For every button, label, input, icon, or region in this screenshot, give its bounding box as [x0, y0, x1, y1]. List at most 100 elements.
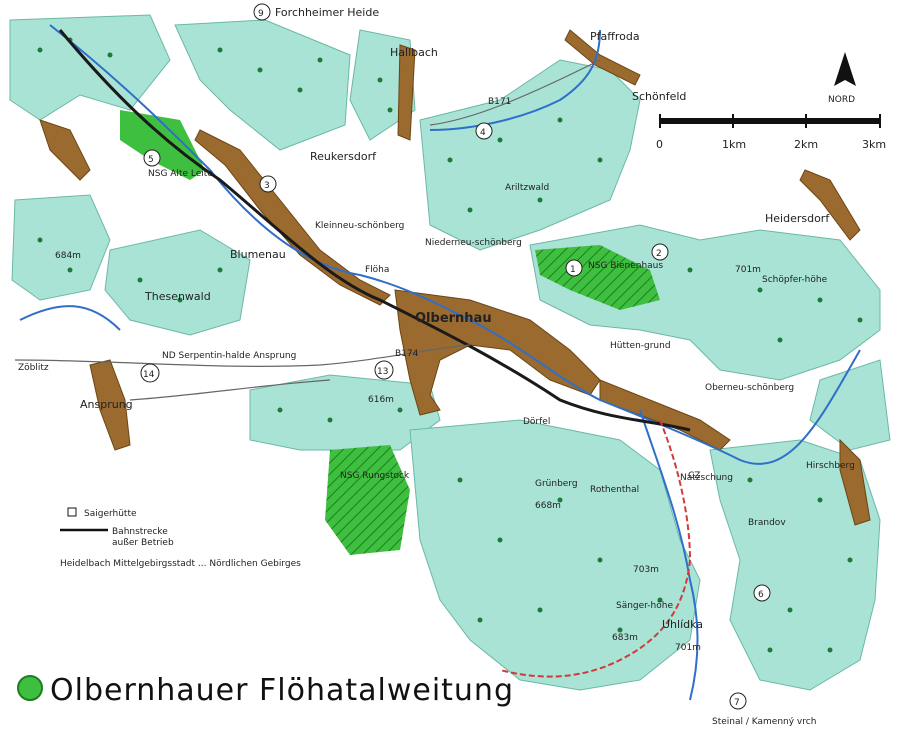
- label-neuschoenberg: Niederneu-schönberg: [425, 238, 522, 248]
- rivers: [19, 24, 861, 701]
- forest-areas: [9, 14, 891, 691]
- legend-item-2a: Bahnstrecke: [112, 527, 168, 537]
- marker-6-label: 6: [758, 590, 764, 600]
- label-nsg-bienenhaus: NSG Bienenhaus: [588, 261, 663, 271]
- label-gruenberg: Grünberg: [535, 479, 578, 489]
- label-heidersdorf: Heidersdorf: [765, 212, 830, 225]
- label-h684: 684m: [55, 251, 81, 261]
- marker-1-label: 1: [570, 265, 576, 275]
- river-north: [429, 29, 601, 131]
- label-ansprung: Ansprung: [80, 398, 133, 411]
- label-olbernhau: Olbernhau: [415, 311, 492, 326]
- tree-symbols: [37, 37, 863, 653]
- scale-tick-0: 0: [656, 138, 663, 151]
- label-ariltzwald: Ariltzwald: [505, 183, 549, 193]
- road-b171: [429, 59, 601, 126]
- reserve-alte-leite: [120, 110, 205, 180]
- forest-northwest: [9, 14, 171, 121]
- label-h703: 703m: [633, 565, 659, 575]
- label-h616: 616m: [368, 395, 394, 405]
- marker-4[interactable]: 4: [475, 122, 493, 140]
- label-pfaffroda: Pfaffroda: [590, 30, 640, 43]
- state-border: [499, 419, 692, 678]
- label-rothenthal: Rothenthal: [590, 485, 639, 495]
- label-nsg-alte-leite: NSG Alte Leite: [148, 169, 213, 179]
- numbered-markers: 9 4 5 3 1 2 14 13 6 7: [140, 3, 771, 710]
- label-steinal: Steinal / Kamenný vrch: [712, 717, 816, 727]
- marker-5-label: 5: [148, 155, 154, 165]
- legend-item-1: Saigerhütte: [84, 509, 137, 519]
- label-schoenfeld: Schönfeld: [632, 90, 686, 103]
- marker-14[interactable]: 14: [140, 363, 160, 383]
- title-logo-icon: [17, 675, 43, 701]
- settlement-heidersdorf: [799, 169, 861, 241]
- label-schoepferhoehe: Schöpfer-höhe: [762, 275, 828, 285]
- marker-7[interactable]: 7: [729, 692, 747, 710]
- river-floeha: [49, 24, 861, 465]
- north-arrow-label: NORD: [828, 95, 855, 105]
- forest-thesenwald: [104, 229, 251, 336]
- label-nd-serpentin: ND Serpentin-halde Ansprung: [162, 351, 296, 361]
- settlement-hallbach: [397, 44, 416, 141]
- marker-3[interactable]: 3: [259, 175, 277, 193]
- scale-tick-1: 1km: [722, 138, 746, 151]
- label-b174: B174: [395, 349, 419, 359]
- settlement-hirschberg: [839, 438, 871, 526]
- settlement-ansprung: [89, 359, 131, 451]
- road-south: [129, 379, 331, 401]
- forest-west: [11, 194, 111, 301]
- marker-9[interactable]: 9: [253, 3, 271, 21]
- page-title: Olbernhauer Flöhatalweitung: [50, 673, 514, 708]
- label-h668: 668m: [535, 501, 561, 511]
- marker-7-label: 7: [734, 698, 740, 708]
- label-hirschberg: Hirschberg: [806, 461, 855, 471]
- map-title: Olbernhauer Flöhatalweitung: [17, 673, 514, 708]
- marker-3-label: 3: [264, 181, 270, 191]
- north-arrow: NORD: [828, 52, 856, 105]
- label-hallbach: Hallbach: [390, 46, 438, 59]
- label-h683: 683m: [612, 633, 638, 643]
- forest-north-center: [174, 19, 351, 151]
- marker-6[interactable]: 6: [753, 584, 771, 602]
- river-west: [19, 305, 121, 331]
- settlement-olbernhau: [394, 289, 601, 416]
- label-oberneuschoenberg: Oberneu-schönberg: [705, 383, 794, 393]
- marker-14-label: 14: [143, 370, 155, 380]
- label-natzschung: Natzschung: [680, 473, 733, 483]
- label-doerfel: Dörfel: [523, 417, 550, 427]
- marker-4-label: 4: [480, 128, 486, 138]
- settlement-pfaffroda: [564, 29, 641, 86]
- north-arrow-icon: [834, 52, 856, 86]
- marker-9-label: 9: [258, 9, 264, 19]
- settlement-blumenau: [194, 129, 391, 306]
- label-h701b: 701m: [675, 643, 701, 653]
- forest-east-edge: [809, 359, 891, 451]
- label-kleinneuschoenberg: Kleinneu-schönberg: [315, 221, 404, 231]
- label-saengerhoehe: Sänger-höhe: [616, 601, 673, 611]
- scale-tick-2: 2km: [794, 138, 818, 151]
- marker-13-label: 13: [377, 367, 388, 377]
- reserve-bienenhaus: [535, 245, 660, 310]
- marker-2[interactable]: 2: [651, 243, 669, 261]
- forest-south: [409, 419, 701, 691]
- marker-1[interactable]: 1: [565, 259, 583, 277]
- marker-5[interactable]: 5: [143, 149, 161, 167]
- nature-reserves: [120, 110, 660, 555]
- label-brandov: Brandov: [748, 518, 786, 528]
- scale-bar-track: [660, 118, 880, 124]
- legend-item-2b: außer Betrieb: [112, 538, 174, 548]
- label-huettengrund: Hütten-grund: [610, 341, 671, 351]
- marker-13[interactable]: 13: [374, 360, 394, 380]
- railway-line: [58, 29, 691, 432]
- marker-2-label: 2: [656, 249, 662, 259]
- label-zoeblitz: Zöblitz: [18, 363, 49, 373]
- road-b174: [14, 344, 471, 367]
- label-cz: CZ: [688, 471, 700, 481]
- label-blumenau: Blumenau: [230, 248, 286, 261]
- label-uhlidka: Uhlídka: [662, 618, 703, 631]
- settlement-west: [39, 119, 91, 181]
- legend-item-3: Heidelbach Mittelgebirgsstadt ... Nördli…: [60, 559, 301, 569]
- legend: Saigerhütte Bahnstrecke außer Betrieb He…: [60, 507, 301, 569]
- label-thesenwald: Thesenwald: [144, 290, 211, 303]
